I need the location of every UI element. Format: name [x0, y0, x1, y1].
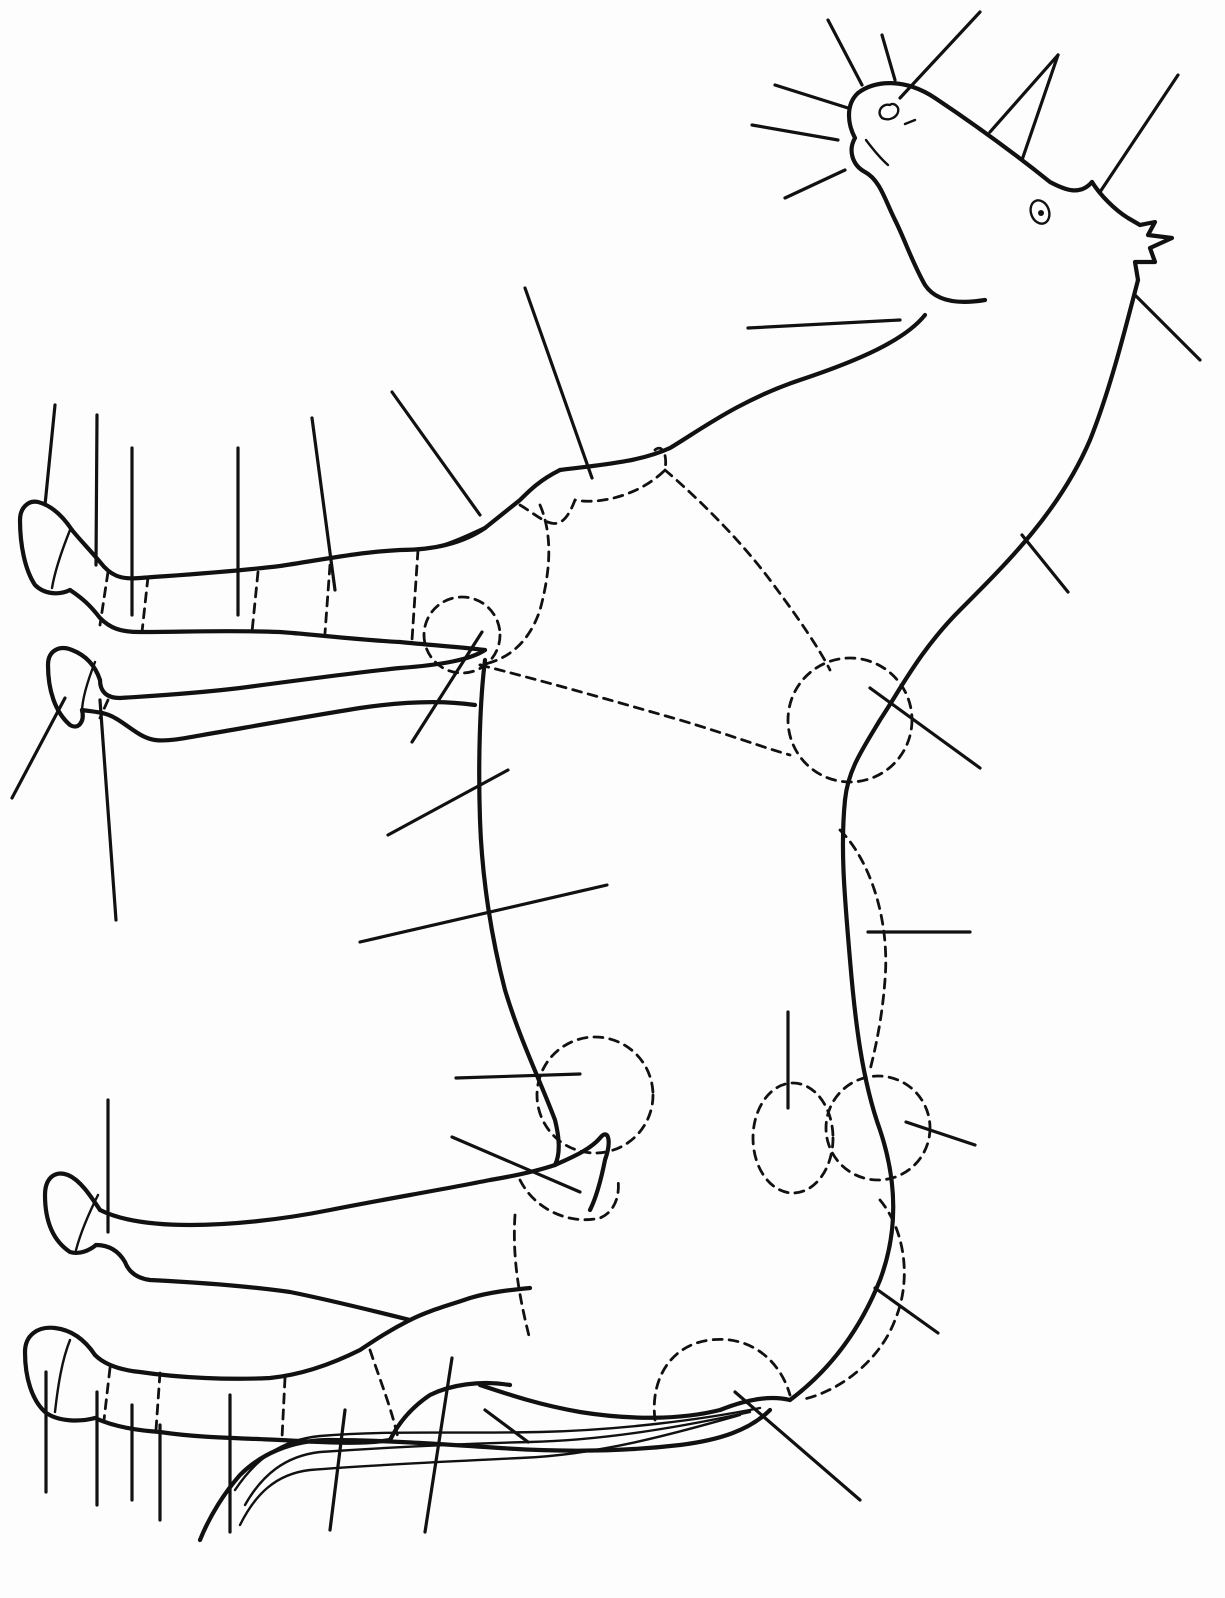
- flank-oval: [753, 1083, 833, 1193]
- front-near-knee-band: [412, 550, 418, 640]
- hind-near-coronet: [76, 1195, 98, 1250]
- leader-dock: [735, 1392, 860, 1500]
- front-leg-far-top: [100, 650, 485, 698]
- leader-front-coronet: [96, 415, 97, 565]
- withers-circle: [788, 658, 912, 782]
- neck-crest-outline: [845, 280, 1138, 800]
- leader-chest: [388, 770, 508, 835]
- chest-outline: [485, 470, 560, 528]
- hind-leg-near-top: [100, 1165, 555, 1225]
- hind-leg-near-bottom: [96, 1245, 410, 1320]
- leader-hock: [330, 1410, 345, 1530]
- front-far-coronet: [82, 662, 95, 712]
- leader-upper-lip: [828, 20, 862, 85]
- front-near-coronet: [52, 530, 70, 588]
- loin-region: [840, 830, 886, 1070]
- stifle-circle: [537, 1037, 653, 1153]
- head-top-outline: [858, 83, 1092, 190]
- leader-muzzle-upper: [775, 85, 848, 108]
- buttock-outline: [410, 1288, 530, 1320]
- front-leg-near-top: [72, 528, 485, 578]
- leader-poll: [1135, 295, 1200, 360]
- leader-front-hoof: [45, 405, 55, 505]
- hind-leg-far-top: [95, 1320, 410, 1379]
- leader-nostril: [900, 12, 980, 98]
- leader-croup: [875, 1288, 938, 1333]
- leader-throatlatch: [748, 320, 900, 328]
- back-outline: [790, 800, 893, 1400]
- leader-far-hoof: [12, 698, 65, 798]
- front-near-fetlock-band: [252, 572, 258, 632]
- leader-crest: [1022, 535, 1068, 592]
- hind-near-hoof: [45, 1174, 100, 1253]
- leader-face-a: [990, 55, 1058, 132]
- leader-muzzle-mid: [752, 125, 838, 140]
- hind-far-pastern-band: [104, 1368, 110, 1420]
- leader-nostril-top: [882, 35, 895, 80]
- nostril-mark: [905, 120, 915, 124]
- horse-outline: [20, 83, 1172, 1540]
- leader-stifle: [456, 1074, 580, 1078]
- hock-near: [555, 1134, 609, 1210]
- leader-belly: [360, 885, 607, 942]
- leader-hip: [906, 1122, 975, 1145]
- muzzle-outline: [849, 93, 985, 302]
- leader-lines: [12, 12, 1200, 1532]
- front-near-pastern-band: [142, 577, 148, 632]
- shoulder-front-region: [480, 505, 549, 665]
- front-near-cannon-band: [325, 565, 330, 633]
- leader-face-b: [1022, 55, 1058, 160]
- leader-neck-base: [525, 288, 592, 478]
- thigh-region: [800, 1200, 904, 1400]
- throat-outline: [560, 315, 925, 470]
- leader-buttock: [485, 1410, 528, 1442]
- hind-far-fetlock-band: [156, 1373, 160, 1430]
- buttock-region: [514, 1215, 530, 1340]
- eye-pupil: [1038, 210, 1044, 216]
- leader-point-of-shoulder: [392, 392, 480, 515]
- leader-chin: [785, 170, 845, 198]
- shoulder-bottom-region: [480, 665, 790, 755]
- mouth-line: [866, 140, 888, 165]
- hind-far-cannon-band: [282, 1378, 285, 1438]
- hind-far-coronet: [55, 1340, 70, 1412]
- leader-front-cannon: [312, 418, 335, 590]
- leader-forehead: [1100, 75, 1178, 192]
- hind-far-hock-band: [370, 1350, 398, 1438]
- nostril: [880, 104, 899, 119]
- mane-tufts: [1092, 182, 1172, 280]
- leader-far-pastern: [100, 700, 116, 920]
- leader-elbow: [412, 632, 482, 742]
- leader-withers: [870, 688, 980, 768]
- shoulder-back-region: [665, 470, 830, 670]
